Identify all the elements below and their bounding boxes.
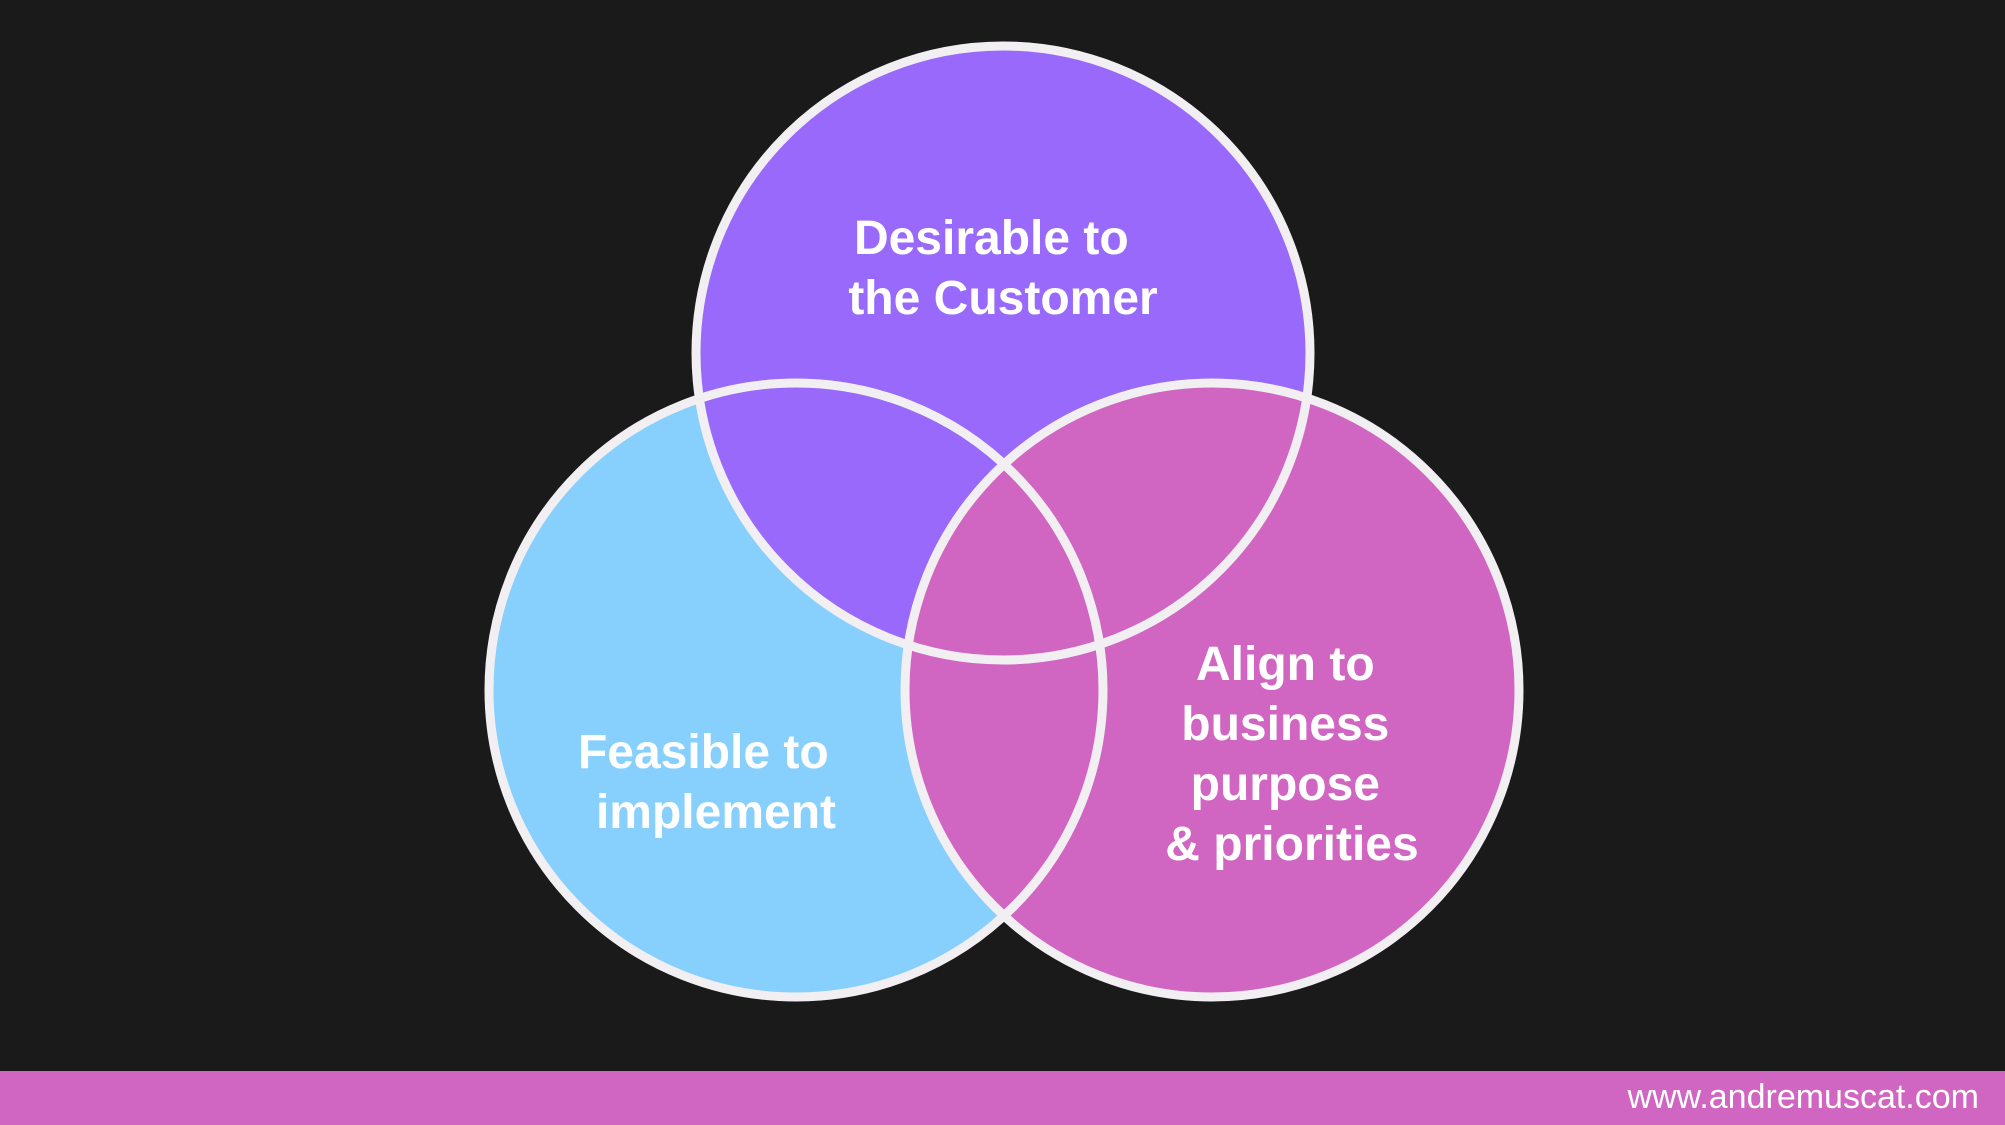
align-label-line: purpose [1191,758,1380,811]
align-label-line: Align to [1196,638,1375,691]
desirable-feasible-overlap [696,383,1103,660]
website-url[interactable]: www.andremuscat.com [1627,1078,1979,1116]
circle-outlines [484,41,1524,1002]
align-label-line: business [1181,698,1389,751]
align-label-line: & priorities [1165,818,1418,871]
feasible-label-line: Feasible to [578,726,829,779]
align-label: Align to business purpose & priorities [1165,638,1418,871]
feasible-label-line: implement [596,786,836,839]
desirable-label-line: the Customer [848,272,1157,325]
desirable-label-line: Desirable to [854,212,1129,265]
feasible-label: Feasible to implement [578,726,842,839]
desirable-label: Desirable to the Customer [848,212,1157,325]
footer-bar: www.andremuscat.com [0,1071,2005,1125]
